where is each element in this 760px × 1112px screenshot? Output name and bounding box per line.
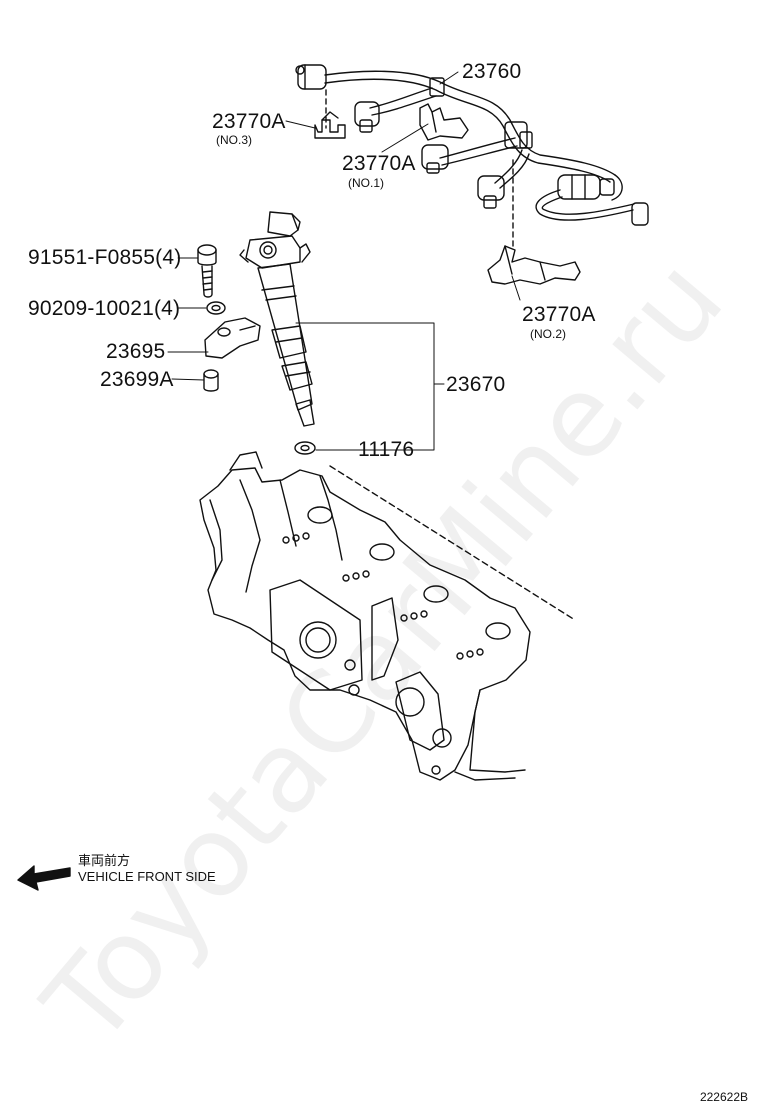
hose-fitting-no4 bbox=[477, 175, 505, 209]
seal-washer bbox=[294, 441, 316, 455]
callout-91551: 91551-F0855(4) bbox=[28, 246, 182, 269]
clamp-no3 bbox=[314, 111, 346, 139]
fuel-hose-assembly bbox=[295, 64, 649, 226]
callout-23770a-no2-sub: (NO.2) bbox=[530, 327, 566, 341]
callout-23770a-no3-sub: (NO.3) bbox=[216, 133, 252, 147]
callout-11176: 11176 bbox=[358, 438, 415, 461]
callout-90209: 90209-10021(4) bbox=[28, 297, 181, 320]
callout-23770a-no3: 23770A bbox=[212, 110, 286, 133]
callout-23770a-no1-sub: (NO.1) bbox=[348, 176, 384, 190]
washer bbox=[206, 301, 226, 315]
clamp-no1 bbox=[419, 103, 469, 141]
callout-23699a: 23699A bbox=[100, 368, 174, 391]
callout-23760: 23760 bbox=[462, 60, 522, 83]
hose-fitting-no1 bbox=[421, 144, 449, 174]
hose-fitting-no3b bbox=[354, 101, 380, 133]
callout-23670: 23670 bbox=[446, 373, 506, 396]
collar bbox=[203, 369, 219, 392]
callout-23770a-no1: 23770A bbox=[342, 152, 416, 175]
diagram-number: 222622B bbox=[699, 1090, 748, 1104]
clamp-no2 bbox=[487, 245, 581, 285]
direction-label-en: VEHICLE FRONT SIDE bbox=[78, 869, 216, 884]
cylinder-head bbox=[199, 451, 531, 781]
injector-clamp bbox=[204, 317, 261, 359]
direction-label-jp: 車両前方 bbox=[78, 853, 131, 868]
callout-23695: 23695 bbox=[106, 340, 166, 363]
bolt bbox=[197, 244, 217, 298]
injector bbox=[239, 211, 315, 427]
callout-leaders bbox=[167, 71, 521, 451]
hose-fitting-no3 bbox=[295, 64, 327, 90]
callout-23770a-no2: 23770A bbox=[522, 303, 596, 326]
front-direction-arrow bbox=[17, 865, 71, 891]
